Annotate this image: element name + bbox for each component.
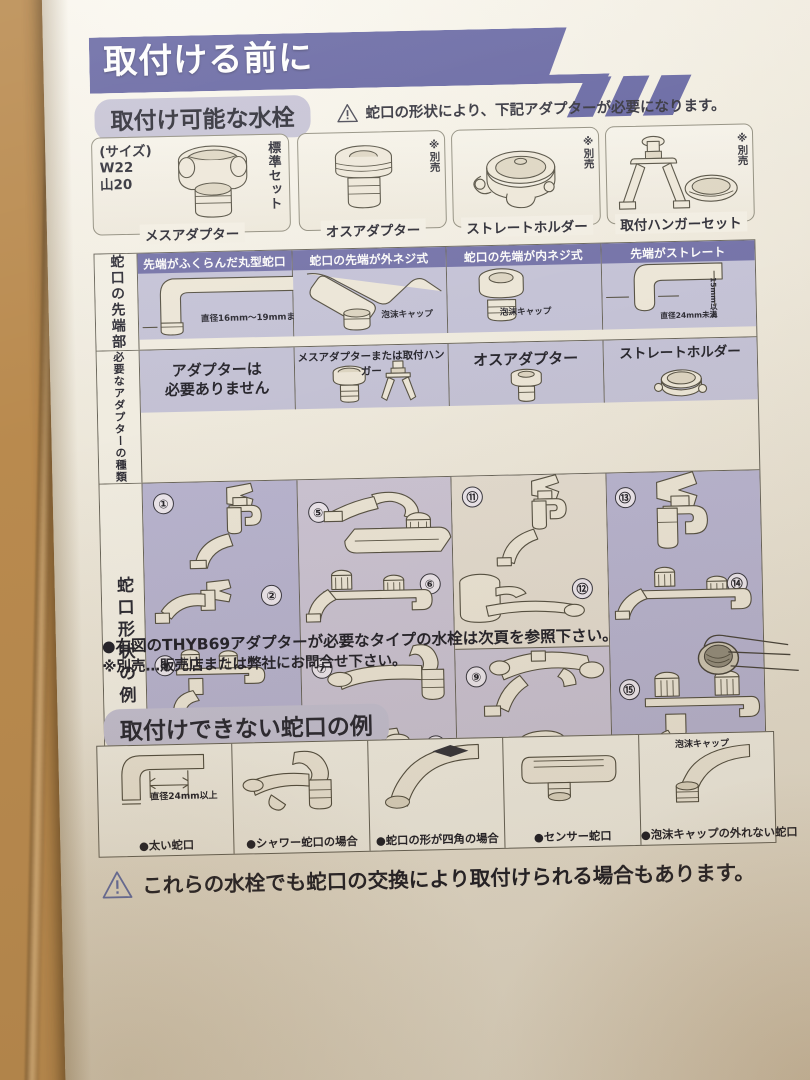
incompatible-cell-5: 泡沫キャップ ●泡沫キャップの外れない蛇口 [639,732,798,845]
adapter-row: (サイズ) W22 山20 [90,123,755,249]
table-row-tip: 蛇口の先端部 先端がふくらんだ丸型蛇口 [94,240,757,352]
mounting-hanger-small-icon [379,349,418,404]
standard-set-tag: 標準セット [265,140,282,211]
straight-holder-small-icon [649,340,712,399]
adapter-text-4: ストレートホルダー [619,343,741,363]
tip-cell-3: 蛇口の先端が内ネジ式 泡沫キャップ [446,243,603,333]
inline-warning: 蛇口の形状により、下記アダプターが必要になります。 [336,94,726,123]
adapter-text-1a: アダプターは [171,360,262,381]
adapter-card-hanger: ※別売 取付ハンガーセット [604,123,755,235]
incompatible-cell-3: ●蛇口の形が四角の場合 [367,737,506,851]
tip-cell-4: 先端がストレート 15mm以上 直径24mm未満 [600,240,757,330]
incompatible-cell-4: ●センサー蛇口 [503,734,642,848]
row-label-adapter-text: 必要なアダプターの種類 [111,351,128,484]
adapter-text-1: アダプターは 必要ありません [164,360,270,400]
example-number: ① [152,492,175,515]
inline-warning-text: 蛇口の形状により、下記アダプターが必要になります。 [365,97,726,122]
adapter-size-block: (サイズ) W22 山20 [99,143,153,194]
male-adapter-small-icon [503,345,548,402]
female-adapter-small-icon [325,349,380,404]
adapter-text-1b: 必要ありません [164,378,270,400]
adapter-cell-4: ストレートホルダー [602,337,758,403]
adapter-size-w: W22 [99,160,134,177]
adapter-cell-3: オスアダプター [448,340,605,406]
page-header: 取付ける前に [89,23,750,118]
tip-cell-1: 先端がふくらんだ丸型蛇口 直径16mm〜19mmまで [137,250,304,340]
page-title: 取付ける前に [102,37,314,83]
tip-art-4: 15mm以上 直径24mm未満 [601,260,756,329]
adapter-card-male: ※別売 オスアダプター [296,129,447,241]
page-content: 取付ける前に 取付け可能な水栓 蛇口の形状により、下記アダプターが必要になります… [89,23,799,899]
manual-page: 取付ける前に 取付け可能な水栓 蛇口の形状により、下記アダプターが必要になります… [41,0,810,1080]
adapter-cell-2: メスアダプターまたは取付ハンガー [294,343,450,410]
tip-art-3: 泡沫キャップ [447,264,602,333]
row-label-tip: 蛇口の先端部 [94,253,140,351]
row-label-tip-text: 蛇口の先端部 [108,254,127,351]
adapter-caption-female: メスアダプター [139,222,245,245]
examples-cell-4: ⑬ ⑭ [605,470,767,790]
table-row-adapter: 必要なアダプターの種類 アダプターは 必要ありません メスアダプターまたは取付ハ… [96,337,760,485]
incompatible-caption-4: ●センサー蛇口 [533,829,612,845]
tip-cell-2: 蛇口の先端が外ネジ式 泡沫キャップ [291,246,449,337]
incompatible-cell-2: ●シャワー蛇口の場合 [232,740,371,854]
final-warning-text: これらの水栓でも蛇口の交換により取付けられる場合もあります。 [142,860,755,898]
tip-art-2: 泡沫キャップ [292,267,447,336]
final-warning: これらの水栓でも蛇口の交換により取付けられる場合もあります。 [101,855,755,899]
thyb69-adapter-icon [688,622,809,683]
warning-triangle-icon [101,869,134,899]
tip-annot-3: 泡沫キャップ [499,306,552,318]
adapter-caption-straight-holder: ストレートホルダー [461,214,593,238]
sold-separately-tag-hanger: ※別売 [735,132,749,166]
adapter-text-2: メスアダプターまたは取付ハンガー [297,349,445,378]
adapter-card-female: (サイズ) W22 山20 [90,133,292,245]
adapter-size-label: (サイズ) [99,143,152,161]
example-number: ② [260,584,283,607]
incompatible-cell-1: 直径24mm以上 ●太い蛇口 [97,743,236,857]
notes-block: ●右図のTHYB69アダプターが必要なタイプの水栓は次頁を参照下さい。 ※別売…… [102,621,799,678]
incompatible-examples-table: 直径24mm以上 ●太い蛇口 ●シャワー蛇口の [96,730,798,858]
adapter-size-yama: 山20 [99,176,133,194]
adapter-card-straight-holder: ※別売 ストレートホルダー [450,126,601,238]
tip-annot-2: 泡沫キャップ [381,309,434,321]
adapter-caption-male: オスアダプター [320,218,426,241]
warning-triangle-icon [336,102,358,122]
sold-separately-tag-male: ※別売 [428,139,441,173]
tip-annot-1: 直径16mm〜19mmまで [200,312,304,325]
tip-art-1: 直径16mm〜19mmまで [138,270,304,339]
incompatible-caption-2: ●シャワー蛇口の場合 [246,835,358,851]
adapter-caption-hanger: 取付ハンガーセット [614,211,747,235]
incompatible-caption-5: ●泡沫キャップの外れない蛇口 [640,825,798,842]
incompatible-caption-3: ●蛇口の形が四角の場合 [375,831,499,848]
incompatible-annot-1: 直径24mm以上 [150,791,218,803]
sold-separately-tag-holder: ※別売 [582,135,595,169]
adapter-text-3: オスアダプター [472,349,579,370]
incompatible-caption-1: ●太い蛇口 [138,838,195,853]
adapter-cell-1: アダプターは 必要ありません [139,347,296,413]
tip-annot-4: 直径24mm未満 [660,310,718,321]
row-label-adapter: 必要なアダプターの種類 [96,350,143,484]
